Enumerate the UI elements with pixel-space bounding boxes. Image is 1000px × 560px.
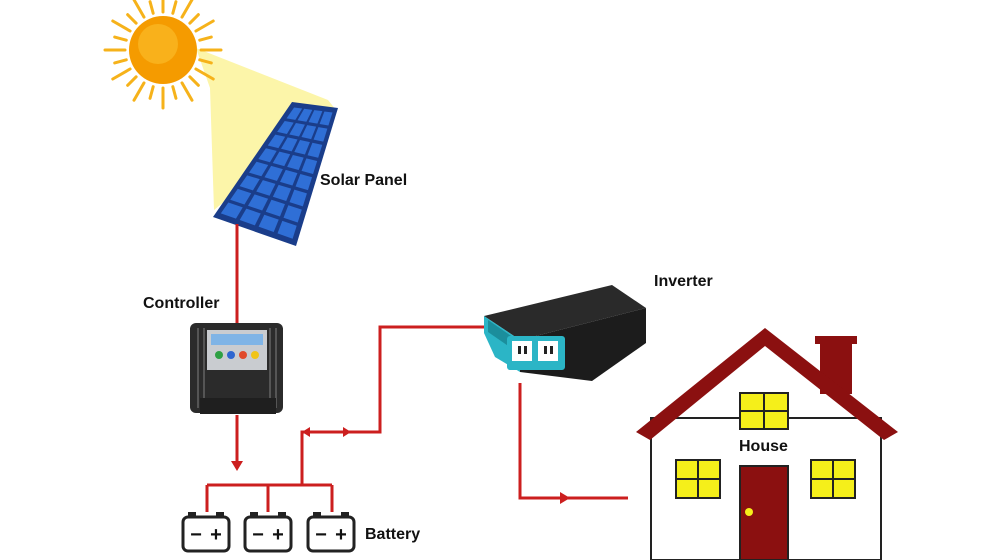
panel-cell [281,137,298,152]
panel-cell [289,123,305,137]
door [739,465,789,560]
panel-cell [249,161,269,177]
battery-bank: −+−+−+ [181,512,356,553]
controller-label: Controller [143,295,220,312]
panel-cell [283,205,302,223]
panel-cell [247,194,269,211]
battery-positive-terminal: + [210,524,222,546]
panel-cell [308,110,323,124]
battery-icon: −+ [181,512,231,553]
panel-cell [277,220,297,239]
battery-icon: −+ [306,512,356,553]
panel-cell [294,140,310,155]
panel-cell [307,142,323,158]
window-top [739,392,789,430]
panel-cell [301,125,317,140]
battery-icon: −+ [243,512,293,553]
battery-negative-terminal: − [190,524,202,546]
panel-cell [239,208,261,226]
panel-cell [256,180,276,196]
panel-cell [287,154,304,171]
house-label: House [739,438,788,455]
house-icon [636,328,898,560]
panel-cell [265,199,285,217]
sun-icon [103,0,223,110]
panel-cell [239,175,260,191]
panel-cell [301,158,318,174]
window-right [810,459,856,499]
battery-negative-terminal: − [252,524,264,546]
panel-cell [297,108,313,122]
panel-cell [272,151,291,167]
battery-positive-terminal: + [272,524,284,546]
panel-cell [319,111,333,126]
wiring [205,224,628,512]
inverter-label: Inverter [654,273,713,290]
panel-cell [286,107,303,120]
inverter-icon [484,285,646,381]
panel-cell [280,169,298,186]
battery-positive-terminal: + [335,524,347,546]
solar-panel-label: Solar Panel [320,172,408,189]
panel-cell [272,184,292,202]
panel-cell [313,127,328,142]
light-beam [196,48,336,210]
controller-icon [190,323,283,414]
panel-cell [289,189,307,207]
panel-cell [267,134,286,149]
battery-negative-terminal: − [315,524,327,546]
wire-arrows [231,427,570,504]
battery-label: Battery [365,526,421,543]
panel-cell [258,148,277,163]
panel-cell [258,214,279,233]
panel-cell [295,173,313,191]
solar-panel-icon [213,102,338,246]
panel-cell [264,165,283,181]
window-left [675,459,721,499]
panel-cell [220,202,243,219]
panel-cell [230,188,252,205]
panel-cell [277,121,294,134]
